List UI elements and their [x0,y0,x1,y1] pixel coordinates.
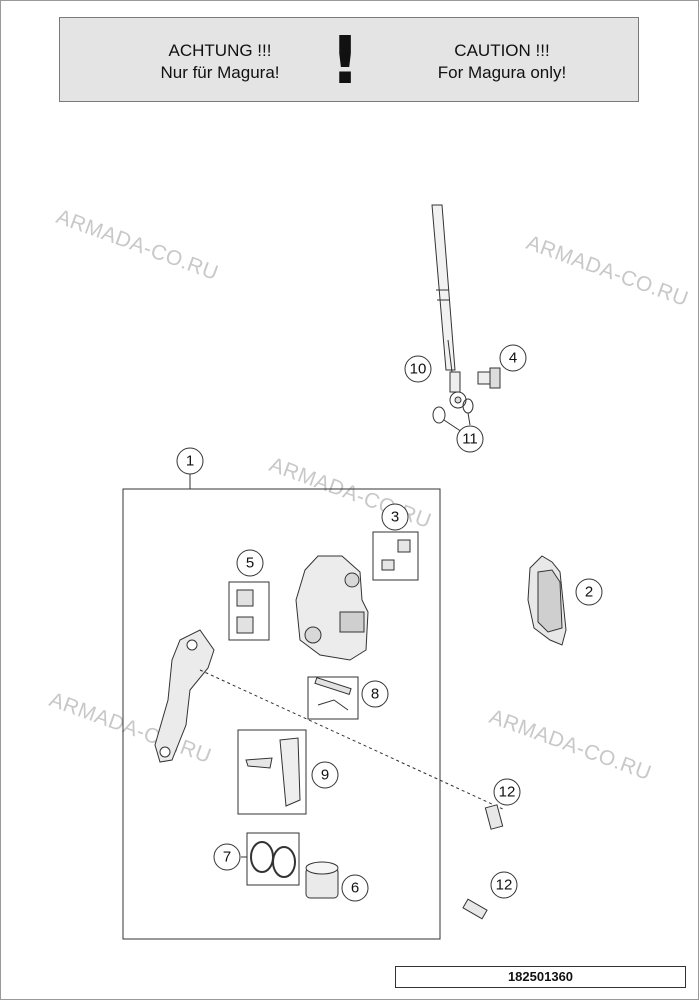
callout-6: 6 [341,874,369,902]
callout-7: 7 [213,843,241,871]
callout-number: 4 [509,350,517,367]
leader-line [467,412,471,426]
reference-number: 182501360 [395,966,686,988]
warning-english: CAUTION !!! For Magura only! [392,40,612,84]
callout-number: 7 [223,849,231,866]
callout-number: 5 [246,555,254,572]
callout-number: 11 [462,431,478,448]
washer-part [462,398,474,414]
warning-english-title: CAUTION !!! [454,41,550,60]
pad-spring-part [237,729,307,815]
mounting-bolt-part [462,898,488,920]
brake-line-part [431,204,467,409]
callout-number: 2 [585,584,593,601]
callout-number: 3 [391,509,399,526]
callout-number: 6 [351,880,359,897]
callout-9: 9 [311,761,339,789]
caliper-kit-box [122,488,441,940]
watermark: ARMADA-CO.RU [486,705,654,785]
dashed-alignment-line [199,669,506,811]
callout-8: 8 [361,680,389,708]
brake-pads-part [527,555,567,646]
bleeder-kit-part [372,531,419,581]
exclamation-icon: ! [330,22,361,99]
watermark: ARMADA-CO.RU [266,453,434,533]
banjo-bolt-part [477,367,501,389]
callout-5: 5 [236,549,264,577]
callout-3: 3 [381,503,409,531]
watermark: ARMADA-CO.RU [523,231,691,311]
warning-german-title: ACHTUNG !!! [168,41,272,60]
callout-12-upper: 12 [493,778,521,806]
callout-11: 11 [456,425,484,453]
pin-kit-part [307,676,359,720]
washer-part [432,406,446,424]
caliper-bracket-part [154,629,215,763]
callout-1: 1 [176,447,204,475]
callout-number: 12 [496,877,513,894]
callout-10: 10 [404,355,432,383]
warning-german: ACHTUNG !!! Nur für Magura! [110,40,330,84]
callout-4: 4 [499,344,527,372]
callout-2: 2 [575,578,603,606]
mounting-bolt-part [484,804,504,830]
seal-kit-part [246,832,300,886]
callout-number: 10 [410,361,427,378]
watermark: ARMADA-CO.RU [53,205,221,285]
bushing-kit-part [228,581,270,641]
leader-line [443,419,463,433]
callout-number: 1 [186,453,194,470]
warning-english-text: For Magura only! [437,63,567,82]
callout-number: 8 [371,686,379,703]
warning-german-text: Nur für Magura! [160,63,280,82]
warning-banner: ACHTUNG !!! Nur für Magura! ! CAUTION !!… [59,17,639,102]
callout-number: 9 [321,767,329,784]
callout-number: 12 [499,784,516,801]
piston-part [305,861,339,899]
caliper-body-part [295,555,369,661]
callout-12-lower: 12 [490,871,518,899]
